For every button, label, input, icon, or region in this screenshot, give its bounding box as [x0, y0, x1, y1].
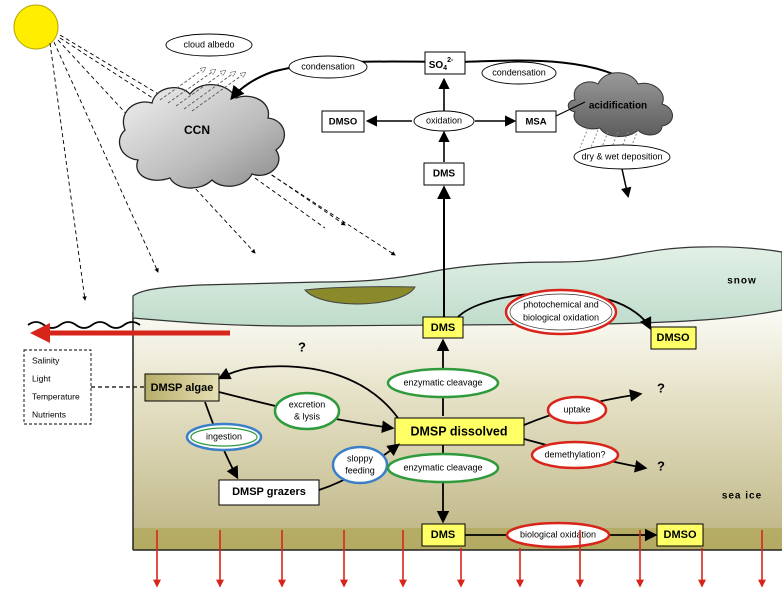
question-demeth: ? [657, 458, 665, 473]
excretion-label-0: excretion [289, 399, 326, 409]
enzymatic-top-label: enzymatic cleavage [403, 377, 482, 387]
question-uptake: ? [657, 380, 665, 395]
dms-atmo-box [423, 162, 465, 186]
so4-sub: 4 [443, 65, 447, 72]
bio-oxidation-label: biological oxidation [520, 529, 596, 539]
sea-ice-label: sea ice [722, 491, 762, 502]
dms-ice-top-label: DMS [431, 322, 455, 334]
deposition-label: dry & wet deposition [581, 151, 662, 161]
dmso-ice-right-label: DMSO [657, 332, 690, 344]
demethylation-oval [530, 440, 620, 470]
factor-2: Temperature [32, 391, 80, 401]
demethylation-label: demethylation? [544, 449, 605, 459]
factor-1: Light [32, 373, 51, 383]
ingestion-oval [185, 422, 263, 452]
question-left: ? [298, 339, 306, 354]
condensation-left-label: condensation [301, 61, 355, 71]
dms-ice-bottom-label: DMS [431, 529, 455, 541]
cloud-albedo-oval [165, 33, 253, 57]
dmsp-algae-box [144, 373, 220, 402]
sloppy-oval [331, 445, 389, 485]
enzymatic-top-oval [386, 367, 500, 399]
albedo-rays [159, 68, 245, 112]
photochem-label-0: photochemical and [523, 299, 599, 309]
ingestion-label: ingestion [206, 431, 242, 441]
uptake-oval [546, 395, 608, 425]
oxidation-label: oxidation [426, 115, 462, 125]
dmsp-dissolved-box [394, 417, 525, 446]
condensation-right-oval [481, 61, 557, 85]
photochem-oval [504, 288, 618, 336]
excretion-oval [273, 391, 341, 431]
factor-3: Nutrients [32, 409, 66, 419]
dmso-atmo-label: DMSO [329, 117, 358, 128]
so4-sup: 2- [447, 57, 454, 64]
dmsp-algae-label: DMSP algae [151, 382, 214, 394]
cloud-dashed-rays [254, 174, 346, 229]
bio-oxidation-oval [505, 521, 611, 549]
enzymatic-bottom-label: enzymatic cleavage [403, 462, 482, 472]
condensation-left-oval [288, 55, 368, 79]
sun-icon [13, 4, 59, 50]
factor-0: Salinity [32, 355, 60, 365]
dmsp-grazers-box [218, 479, 320, 506]
enzymatic-bottom-oval [386, 452, 500, 484]
dmso-ice-bottom-label: DMSO [664, 529, 697, 541]
snow-label: snow [727, 276, 757, 287]
storm-cloud [567, 72, 673, 137]
uptake-label: uptake [563, 404, 590, 414]
dmso-ice-bottom-box [656, 523, 704, 547]
dmso-ice-right-box [650, 326, 697, 350]
photochem-label-1: biological oxidation [523, 312, 599, 322]
dms-atmo-label: DMS [433, 169, 456, 180]
cloud-albedo-label: cloud albedo [183, 39, 234, 49]
snow-layer [132, 246, 782, 327]
ccn-label: CCN [184, 123, 210, 137]
condensation-right-label: condensation [492, 67, 546, 77]
cycle-arc [230, 59, 641, 101]
factors-box [23, 349, 92, 425]
sloppy-label-0: sloppy [347, 453, 374, 463]
dmso-atmo-box [321, 110, 365, 133]
downward-flux-arrows [153, 530, 766, 588]
dmsp-dissolved-label: DMSP dissolved [410, 424, 507, 438]
msa-box [515, 110, 557, 133]
melt-pond [303, 286, 416, 305]
msa-label: MSA [525, 117, 546, 128]
sloppy-label-1: feeding [345, 465, 375, 475]
svg-text:SO42-: SO42- [429, 57, 454, 72]
dmsp-grazers-label: DMSP grazers [232, 486, 306, 498]
dms-ice-top-box [422, 316, 464, 339]
so4-label: SO [429, 60, 444, 71]
so4-box [424, 51, 466, 75]
excretion-label-1: & lysis [294, 411, 321, 421]
acidification-label: acidification [589, 101, 647, 112]
